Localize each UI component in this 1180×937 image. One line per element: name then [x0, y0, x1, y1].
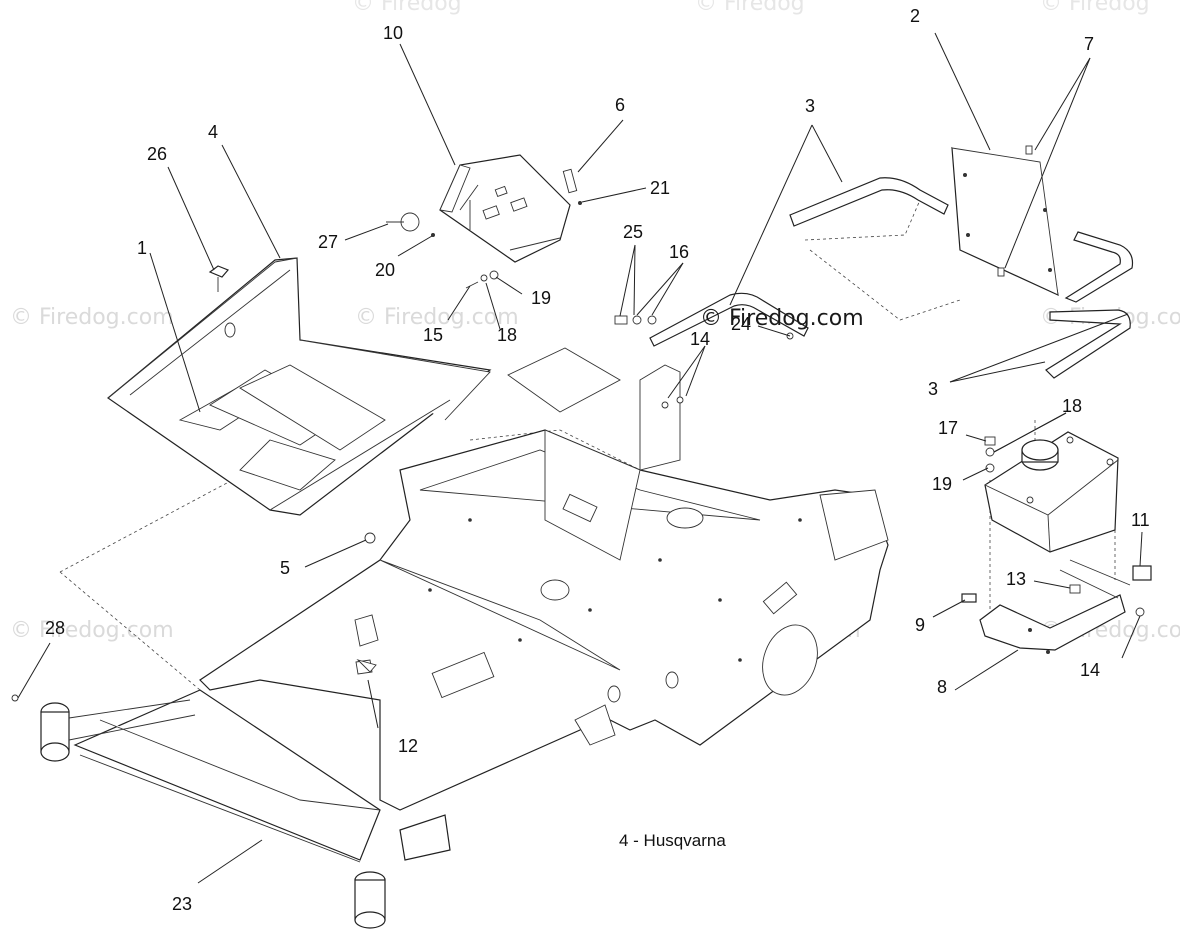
watermark-edge: © Firedog: [1040, 0, 1150, 16]
leader-lines: [17, 32, 1143, 884]
callout-28: 28: [45, 618, 65, 638]
floor-pan-part-4: [107, 257, 492, 516]
callout-labels: 1 2 3 3 4 5 6 7 8 9 10 11 12 13 14 14 15…: [45, 6, 1150, 914]
callout-20: 20: [375, 260, 395, 280]
tank-bracket-part-8: [961, 559, 1152, 654]
callout-19: 19: [932, 474, 952, 494]
callout-26: 26: [147, 144, 167, 164]
callout-11: 11: [1131, 510, 1150, 530]
callout-12: 12: [398, 736, 418, 756]
callout-3: 3: [805, 96, 815, 116]
callout-18: 18: [1062, 396, 1082, 416]
callout-2: 2: [910, 6, 920, 26]
rear-plate-part-2: [951, 145, 1059, 297]
watermark: © Firedog.com: [355, 305, 519, 330]
callout-1: 1: [137, 238, 147, 258]
main-frame: [199, 347, 889, 811]
callout-25: 25: [623, 222, 643, 242]
callout-21: 21: [650, 178, 670, 198]
callout-5: 5: [280, 558, 290, 578]
callout-3: 3: [928, 379, 938, 399]
callout-13: 13: [1006, 569, 1026, 589]
front-deflector-part-23: [11, 689, 451, 929]
callout-7: 7: [1084, 34, 1094, 54]
watermark-edge: © Firedog: [695, 0, 805, 16]
callout-18: 18: [497, 325, 517, 345]
callout-8: 8: [937, 677, 947, 697]
callout-14: 14: [690, 329, 710, 349]
fuel-tank-assembly: [984, 431, 1119, 553]
callout-9: 9: [915, 615, 925, 635]
diagram-caption: 4 - Husqvarna: [619, 831, 726, 850]
callout-27: 27: [318, 232, 338, 252]
callout-10: 10: [383, 23, 403, 43]
callout-16: 16: [669, 242, 689, 262]
control-plate-part-10: [386, 154, 582, 263]
hardware-15-18-19: [465, 270, 499, 289]
callout-24: 24: [731, 314, 751, 334]
knob-part-26: [208, 265, 230, 292]
floor-mat-part-1: [178, 364, 386, 491]
callout-4: 4: [208, 122, 218, 142]
callout-15: 15: [423, 325, 443, 345]
hardware-25-16: [614, 315, 657, 325]
callout-6: 6: [615, 95, 625, 115]
bars-part-3: [649, 177, 1134, 379]
callout-14: 14: [1080, 660, 1100, 680]
watermark-edge: © Firedog: [352, 0, 462, 16]
watermark: © Firedog.com: [10, 305, 174, 330]
callout-19: 19: [531, 288, 551, 308]
watermark: © Firedog.com: [10, 618, 174, 643]
callout-23: 23: [172, 894, 192, 914]
callout-17: 17: [938, 418, 958, 438]
watermark-main: © Firedog.com: [700, 306, 864, 331]
